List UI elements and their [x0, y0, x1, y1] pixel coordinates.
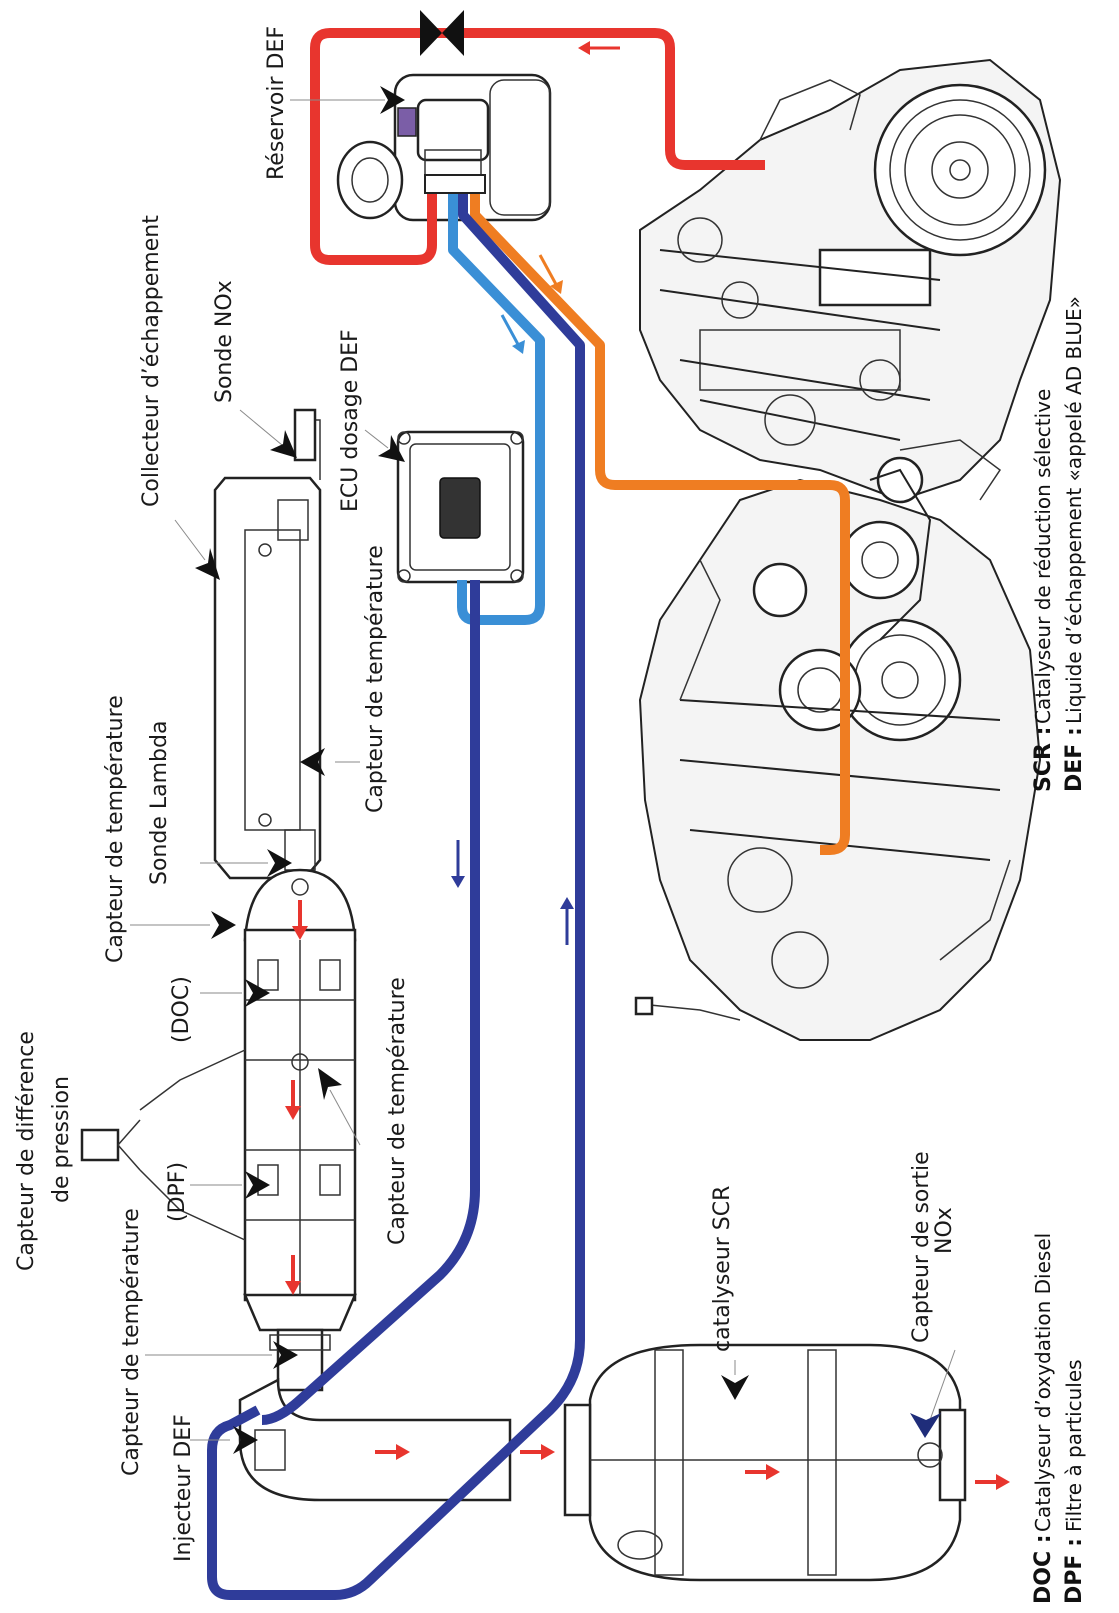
- exhaust-manifold: [215, 410, 320, 878]
- legend-value-def: Liquide d’échappement «appelé AD BLUE»: [1062, 296, 1086, 724]
- label-sonde-nox: Sonde NOx: [212, 280, 237, 403]
- legend-doc: DOC : Catalyseur d’oxydation Diesel: [1031, 1233, 1056, 1604]
- def-tank: [338, 75, 550, 220]
- pointer-arrow-icon: [270, 430, 297, 458]
- engine-bottom-illustration: [636, 458, 1040, 1040]
- label-capteur-temp-3: Capteur de température: [385, 977, 410, 1245]
- flow-arrow-icon: [560, 897, 574, 945]
- legend-key-dpf: DPF :: [1062, 1538, 1087, 1604]
- legend-value-doc: Catalyseur d’oxydation Diesel: [1031, 1233, 1055, 1532]
- label-ecu-dosage: ECU dosage DEF: [338, 329, 363, 512]
- legend-value-dpf: Filtre à particules: [1062, 1359, 1086, 1532]
- scr-canister: [565, 1345, 965, 1580]
- legend-key-def: DEF :: [1062, 727, 1087, 792]
- label-dpf: (DPF): [165, 1162, 190, 1222]
- flow-arrow-icon: [578, 41, 620, 55]
- label-capteur-temp-2: Capteur de température: [103, 695, 128, 963]
- flow-arrow-icon: [520, 1444, 555, 1460]
- label-capteur-diff-2: de pression: [49, 1076, 74, 1203]
- pointer-arrow-icon: [211, 911, 236, 939]
- flow-arrow-icon: [975, 1474, 1010, 1490]
- label-capteur-temp-4: Capteur de température: [119, 1208, 144, 1476]
- label-sonde-lambda: Sonde Lambda: [147, 721, 172, 885]
- legend-dpf: DPF : Filtre à particules: [1062, 1359, 1087, 1604]
- label-capteur-diff-1: Capteur de différence: [14, 1031, 39, 1271]
- flow-arrow-icon: [451, 840, 465, 888]
- label-capteur-sortie-2: NOx: [932, 1207, 957, 1254]
- label-catalyseur-scr: catalyseur SCR: [710, 1186, 735, 1352]
- ecu-dosage-def: [398, 432, 523, 582]
- label-reservoir-def: Réservoir DEF: [264, 26, 289, 180]
- engine-top-illustration: [640, 60, 1060, 500]
- legend-key-scr: SCR :: [1031, 727, 1056, 792]
- legend-value-scr: Catalyseur de réduction sélective: [1031, 389, 1055, 724]
- label-capteur-sortie-1: Capteur de sortie: [909, 1151, 934, 1343]
- label-doc: (DOC): [169, 976, 194, 1043]
- legend-def: DEF : Liquide d’échappement «appelé AD B…: [1062, 296, 1087, 792]
- label-injecteur-def: Injecteur DEF: [171, 1414, 196, 1562]
- valve-icon: [420, 10, 464, 56]
- legend-scr: SCR : Catalyseur de réduction sélective: [1031, 389, 1056, 792]
- label-capteur-temp-1: Capteur de température: [363, 545, 388, 813]
- legend-key-doc: DOC :: [1031, 1534, 1056, 1604]
- label-collecteur: Collecteur d’échappement: [139, 215, 164, 507]
